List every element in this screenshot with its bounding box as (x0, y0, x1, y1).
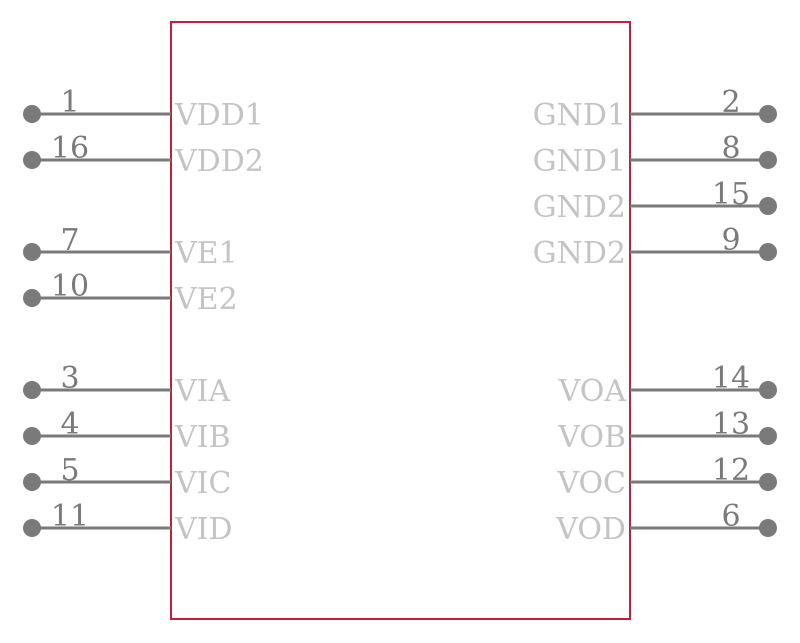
right-pin: 12 VOC (556, 453, 777, 501)
pin-number: 8 (721, 131, 740, 166)
pin-terminal (23, 427, 41, 445)
pin-terminal (759, 105, 777, 123)
left-pin: 7 VE1 (23, 223, 238, 271)
pin-name: GND2 (533, 190, 626, 225)
right-pin: 15 GND2 (533, 177, 777, 225)
pin-number: 2 (721, 85, 740, 120)
pin-terminal (759, 381, 777, 399)
pin-number: 1 (60, 85, 79, 120)
pin-terminal (759, 151, 777, 169)
component-body (170, 21, 631, 620)
pin-name: GND2 (533, 236, 626, 271)
pin-number: 7 (60, 223, 79, 258)
pin-number: 14 (712, 361, 750, 396)
pin-name: VOA (558, 374, 627, 409)
pin-terminal (23, 519, 41, 537)
pin-name: VDD1 (174, 98, 264, 133)
pin-name: VIB (174, 420, 231, 455)
left-pin: 10 VE2 (23, 269, 238, 317)
pin-terminal (23, 105, 41, 123)
pin-terminal (23, 151, 41, 169)
left-pin: 1 VDD1 (23, 85, 264, 133)
pin-name: VOB (557, 420, 626, 455)
left-pin: 5 VIC (23, 453, 231, 501)
right-pin: 8 GND1 (533, 131, 777, 179)
pin-number: 12 (712, 453, 750, 488)
right-pin: 2 GND1 (533, 85, 777, 133)
pin-terminal (23, 289, 41, 307)
pin-name: VIA (174, 374, 231, 409)
pin-name: VE2 (174, 282, 238, 317)
pin-number: 5 (60, 453, 79, 488)
left-pin: 16 VDD2 (23, 131, 264, 179)
right-pin: 13 VOB (557, 407, 777, 455)
pin-terminal (23, 473, 41, 491)
pin-terminal (759, 427, 777, 445)
right-pin: 14 VOA (558, 361, 777, 409)
pin-name: VID (174, 512, 233, 547)
left-pin: 3 VIA (23, 361, 231, 409)
left-pin: 4 VIB (23, 407, 231, 455)
pin-name: VOC (556, 466, 626, 501)
pin-name: GND1 (533, 144, 626, 179)
pin-number: 6 (721, 499, 740, 534)
pin-terminal (759, 473, 777, 491)
pin-terminal (759, 197, 777, 215)
pin-number: 3 (60, 361, 79, 396)
left-pin-group: 1 VDD1 16 VDD2 7 VE1 10 VE2 3 VIA 4 VIB 5 VIC 11 VID (23, 85, 264, 547)
pin-name: VDD2 (174, 144, 264, 179)
pin-name: VOD (555, 512, 626, 547)
pin-name: GND1 (533, 98, 626, 133)
right-pin: 6 VOD (555, 499, 777, 547)
pin-number: 4 (60, 407, 79, 442)
pin-number: 13 (712, 407, 750, 442)
pin-number: 15 (712, 177, 750, 212)
pin-terminal (759, 519, 777, 537)
pin-name: VE1 (174, 236, 238, 271)
pin-name: VIC (174, 466, 231, 501)
pin-number: 11 (51, 499, 89, 534)
pin-number: 9 (721, 223, 740, 258)
pin-number: 16 (51, 131, 89, 166)
left-pin: 11 VID (23, 499, 233, 547)
pin-terminal (23, 381, 41, 399)
pin-terminal (759, 243, 777, 261)
right-pin: 9 GND2 (533, 223, 777, 271)
pin-terminal (23, 243, 41, 261)
pin-number: 10 (51, 269, 89, 304)
